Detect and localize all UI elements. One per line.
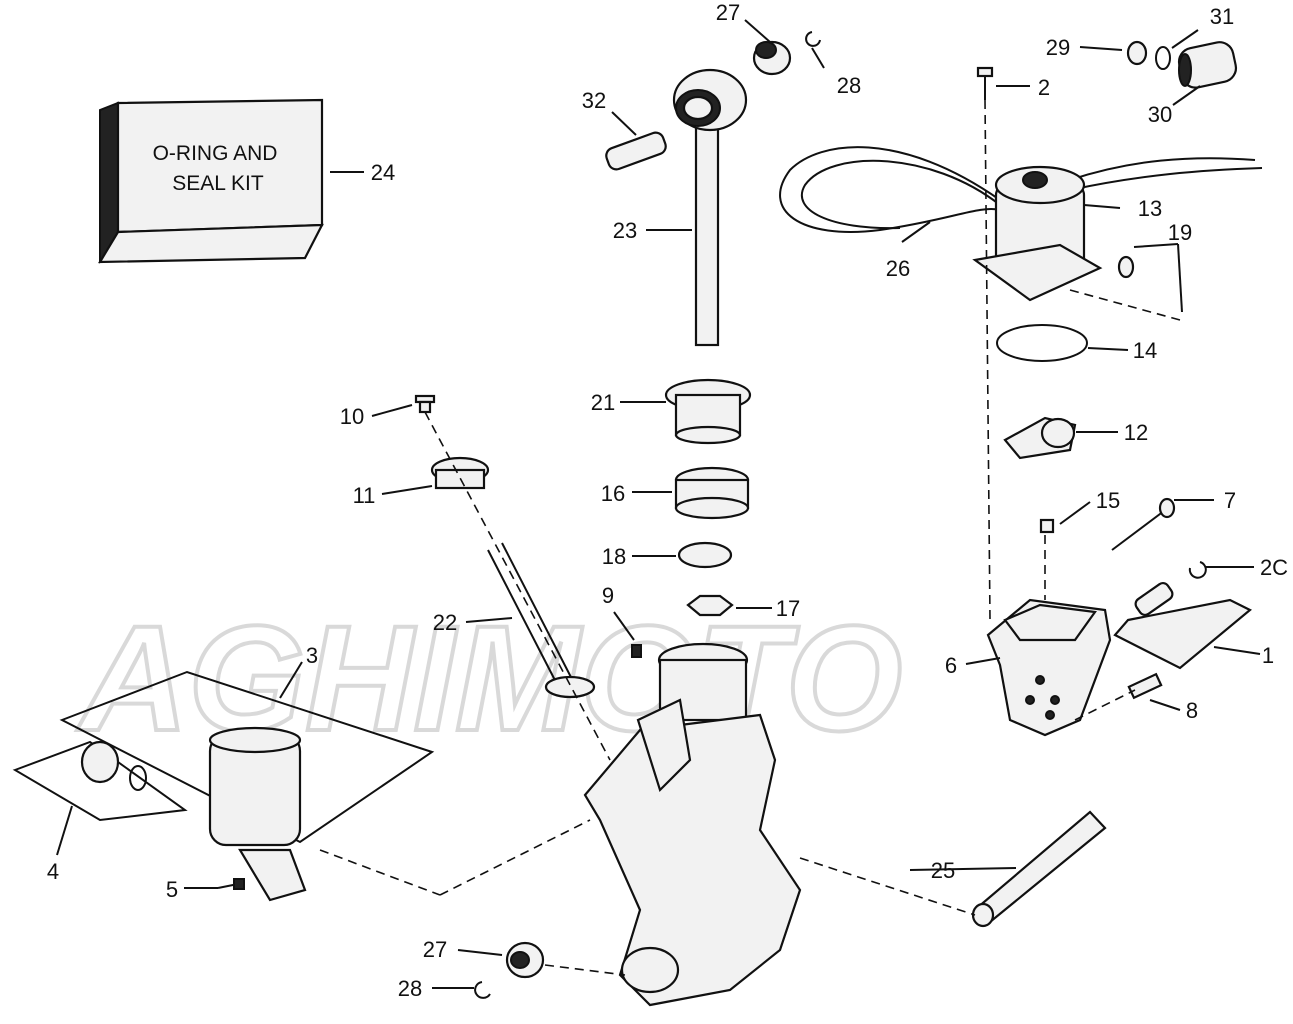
washer-18 xyxy=(677,541,733,569)
callout-2: 2 xyxy=(1038,75,1050,100)
callout-14: 14 xyxy=(1133,338,1157,363)
gasket-1 xyxy=(1113,598,1253,670)
callout-3: 3 xyxy=(306,643,318,668)
piston-16 xyxy=(674,466,750,520)
callout-7: 7 xyxy=(1224,488,1236,513)
plug-10 xyxy=(414,394,436,414)
reservoir-3 xyxy=(12,670,435,902)
callout-18: 18 xyxy=(602,544,626,569)
bushing-27-top xyxy=(752,40,792,76)
snap-ring-28-top xyxy=(805,31,821,47)
callout-16: 16 xyxy=(601,481,625,506)
callout-5: 5 xyxy=(166,877,178,902)
callout-28-bottom: 28 xyxy=(398,976,422,1001)
assembly-lines xyxy=(319,99,1181,976)
callout-10: 10 xyxy=(340,404,364,429)
callout-11: 11 xyxy=(353,483,376,508)
callout-6: 6 xyxy=(945,653,957,678)
callout-4: 4 xyxy=(47,859,59,884)
leader-lines xyxy=(56,19,1261,989)
manifold-cover-12 xyxy=(1003,416,1077,460)
seal-kit-line2: SEAL KIT xyxy=(172,172,264,195)
callout-26: 26 xyxy=(886,256,910,281)
snap-ring-28-bottom xyxy=(474,981,491,999)
callout-22: 22 xyxy=(433,610,457,635)
callout-28-top: 28 xyxy=(837,73,861,98)
callout-19: 19 xyxy=(1168,220,1192,245)
fitting-8 xyxy=(1127,672,1163,700)
callout-12: 12 xyxy=(1124,420,1148,445)
seal-kit-box: O-RING AND SEAL KIT xyxy=(98,98,324,264)
callout-labels: 27 28 31 29 30 2 32 24 23 13 19 26 14 21… xyxy=(47,0,1288,1001)
plug-11 xyxy=(430,456,490,490)
callout-27-bottom: 27 xyxy=(423,937,447,962)
callout-9: 9 xyxy=(602,583,614,608)
callout-8: 8 xyxy=(1186,698,1198,723)
pin-25 xyxy=(971,810,1107,928)
check-valve-near-2c xyxy=(1134,581,1174,617)
bushing-27-bottom xyxy=(505,941,545,979)
o-ring-14 xyxy=(996,324,1088,362)
callout-31: 31 xyxy=(1210,4,1234,29)
plug-9 xyxy=(631,644,642,658)
callout-29: 29 xyxy=(1046,35,1070,60)
screw-5 xyxy=(217,878,245,890)
cylinder-cap-21 xyxy=(664,378,752,445)
callout-25: 25 xyxy=(931,858,955,883)
callout-21: 21 xyxy=(591,390,615,415)
connector-30-31-29 xyxy=(1126,40,1238,89)
bolt-7 xyxy=(1111,497,1176,551)
trim-rod xyxy=(672,68,748,347)
screw-2 xyxy=(976,66,994,100)
plug-15 xyxy=(1039,518,1055,534)
callout-13: 13 xyxy=(1138,196,1162,221)
callout-30: 30 xyxy=(1148,102,1172,127)
callout-32: 32 xyxy=(582,88,606,113)
nut-17 xyxy=(686,594,734,617)
callout-27-top: 27 xyxy=(716,0,740,25)
callout-2c: 2C xyxy=(1260,555,1288,580)
callout-24: 24 xyxy=(371,160,395,185)
callout-1: 1 xyxy=(1262,643,1274,668)
callout-23: 23 xyxy=(613,218,637,243)
seal-kit-line1: O-RING AND xyxy=(153,142,278,165)
callout-15: 15 xyxy=(1096,488,1120,513)
cylinder-body xyxy=(583,642,802,1007)
pump-body-6 xyxy=(986,598,1112,737)
tube-22 xyxy=(487,542,596,699)
pivot-pin-32 xyxy=(605,131,667,171)
snap-ring-2c xyxy=(1188,561,1207,579)
motor-13 xyxy=(779,146,1263,302)
callout-17: 17 xyxy=(776,596,800,621)
